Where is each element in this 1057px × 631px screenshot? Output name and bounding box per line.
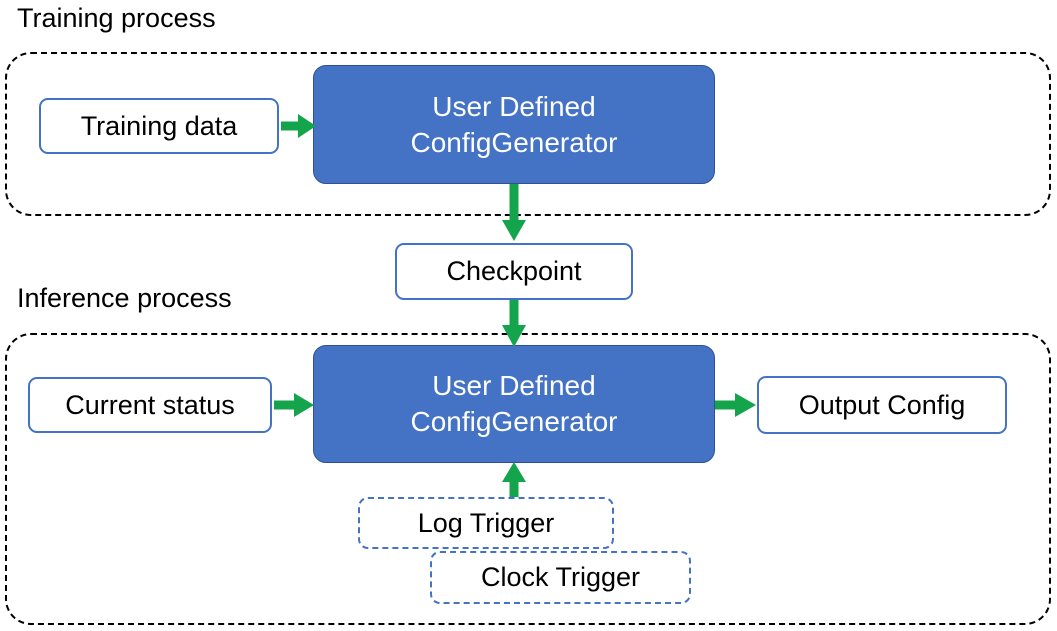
node-user-defined-configgenerator-inference[interactable]: User Defined ConfigGenerator bbox=[313, 345, 715, 463]
node-log-trigger[interactable]: Log Trigger bbox=[358, 497, 614, 549]
node-generator-training-line1: User Defined bbox=[432, 90, 596, 122]
node-log-trigger-label: Log Trigger bbox=[417, 507, 555, 538]
node-checkpoint[interactable]: Checkpoint bbox=[395, 243, 633, 300]
node-generator-inference-line1: User Defined bbox=[432, 370, 596, 402]
node-clock-trigger[interactable]: Clock Trigger bbox=[430, 551, 691, 604]
node-current-status-label: Current status bbox=[65, 389, 235, 420]
inference-process-title: Inference process bbox=[17, 283, 232, 313]
node-user-defined-configgenerator-training[interactable]: User Defined ConfigGenerator bbox=[313, 65, 715, 184]
training-process-group bbox=[5, 52, 1051, 216]
node-training-data-label: Training data bbox=[80, 110, 238, 141]
node-current-status[interactable]: Current status bbox=[28, 377, 272, 433]
node-clock-trigger-label: Clock Trigger bbox=[480, 562, 641, 592]
node-output-config-label: Output Config bbox=[798, 389, 966, 420]
inference-process-group bbox=[5, 333, 1051, 625]
node-checkpoint-label: Checkpoint bbox=[446, 256, 582, 286]
node-output-config[interactable]: Output Config bbox=[757, 376, 1007, 434]
node-generator-training-line2: ConfigGenerator bbox=[410, 126, 618, 158]
training-process-title: Training process bbox=[17, 3, 216, 33]
node-training-data[interactable]: Training data bbox=[39, 98, 279, 154]
node-generator-inference-line2: ConfigGenerator bbox=[410, 406, 618, 437]
